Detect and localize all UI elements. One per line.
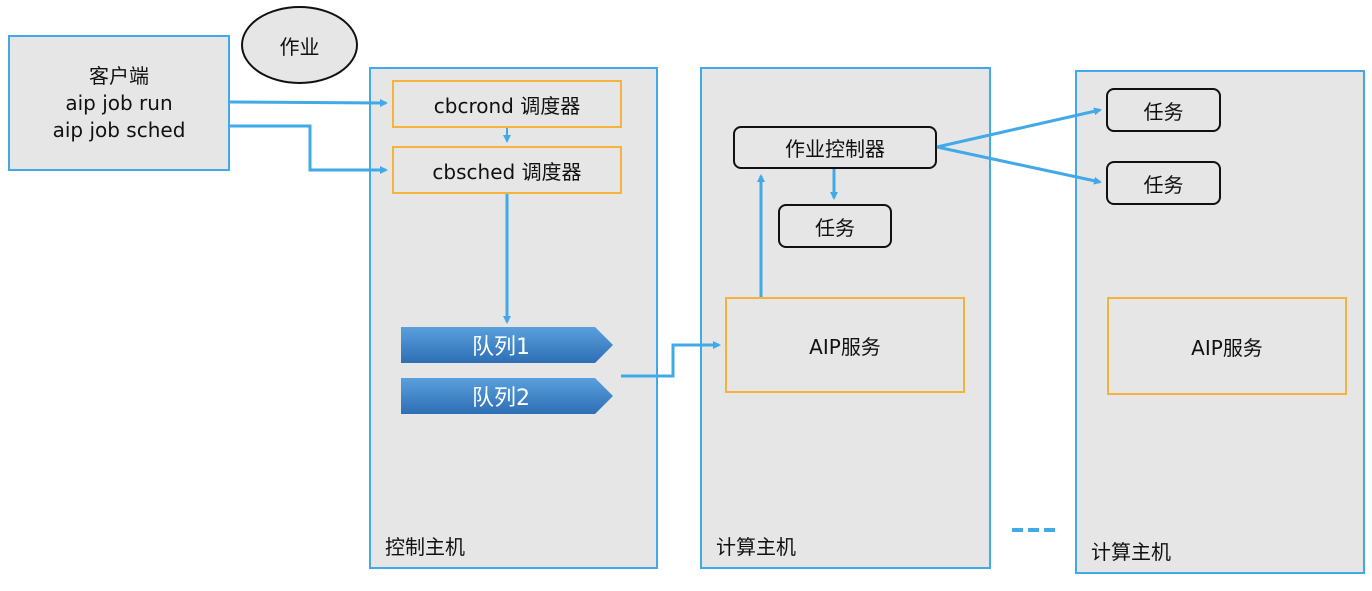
job-ellipse: 作业 (241, 6, 358, 84)
cbcrond-scheduler: cbcrond 调度器 (392, 80, 622, 128)
cbcrond-scheduler-label: cbcrond 调度器 (433, 93, 581, 118)
arrow-client-to-cbsched (230, 124, 388, 174)
control-host-label: 控制主机 (385, 535, 465, 559)
arrow-client-to-cbcrond (229, 98, 388, 107)
queue-1-shape (401, 327, 613, 363)
task-host-2-b-label: 任务 (1143, 172, 1184, 197)
client-command-sched: aip job sched (52, 117, 186, 142)
client-command-run: aip job run (65, 90, 173, 115)
control-host: 控制主机 (369, 67, 658, 569)
aip-service-host-1: AIP服务 (725, 297, 965, 393)
compute-host-2-label: 计算主机 (1091, 540, 1171, 564)
compute-host-1-label: 计算主机 (716, 535, 796, 559)
aip-service-host-2-label: AIP服务 (1191, 335, 1263, 360)
job-controller-label: 作业控制器 (785, 137, 885, 161)
queue-2-label: 队列2 (472, 386, 530, 411)
job-label: 作业 (279, 34, 320, 59)
queue-1-label: 队列1 (472, 335, 530, 360)
task-host-1-label: 任务 (815, 215, 855, 240)
task-host-1: 任务 (778, 204, 892, 248)
job-controller: 作业控制器 (733, 126, 937, 169)
queue-2: 队列2 (401, 378, 613, 414)
queue-1: 队列1 (401, 327, 613, 363)
task-host-2-b: 任务 (1106, 161, 1221, 205)
cbsched-scheduler-label: cbsched 调度器 (432, 159, 582, 184)
queue-2-shape (401, 378, 613, 414)
task-host-2-a-label: 任务 (1143, 99, 1184, 124)
aip-service-host-1-label: AIP服务 (809, 334, 881, 359)
client-title: 客户端 (89, 63, 149, 88)
client-box: 客户端 aip job run aip job sched (8, 35, 230, 171)
task-host-2-a: 任务 (1106, 88, 1221, 132)
cbsched-scheduler: cbsched 调度器 (392, 146, 622, 194)
aip-service-host-2: AIP服务 (1107, 297, 1347, 395)
